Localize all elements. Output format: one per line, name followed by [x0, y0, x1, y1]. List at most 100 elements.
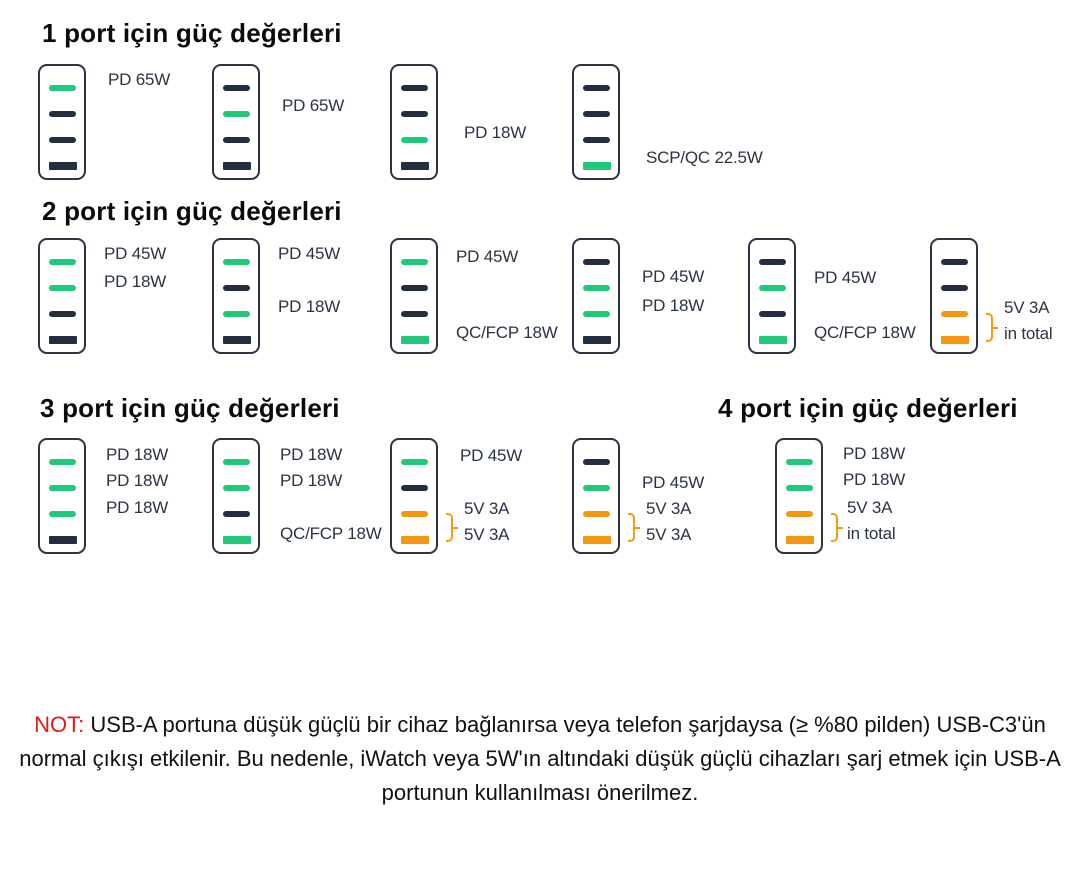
power-label: 5V 3A: [464, 499, 510, 518]
usb-c-port: [401, 258, 428, 265]
charger-diagram: [572, 438, 620, 554]
usb-a-port: [401, 335, 429, 344]
usb-c-port: [583, 258, 610, 265]
power-label: 5V 3A: [646, 499, 692, 518]
usb-a-port: [401, 535, 429, 544]
charger-diagram: [775, 438, 823, 554]
usb-c-port: [583, 136, 610, 143]
usb-a-port: [401, 161, 429, 170]
usb-c-port: [49, 310, 76, 317]
power-label: PD 18W: [843, 470, 906, 489]
power-label: 5V 3A: [1004, 298, 1050, 317]
usb-c-port: [786, 510, 813, 517]
power-label: QC/FCP 18W: [456, 323, 558, 342]
usb-c-port: [223, 84, 250, 91]
usb-c-port: [49, 458, 76, 465]
usb-c-port: [401, 484, 428, 491]
note-paragraph: NOT: USB-A portuna düşük güçlü bir cihaz…: [0, 708, 1080, 810]
usb-c-port: [759, 284, 786, 291]
power-label: PD 45W: [642, 267, 705, 286]
usb-c-port: [941, 284, 968, 291]
power-label: PD 18W: [104, 272, 167, 291]
usb-c-port: [49, 484, 76, 491]
usb-c-port: [223, 284, 250, 291]
usb-a-port: [223, 161, 251, 170]
power-label: PD 45W: [814, 268, 877, 287]
charger-diagram: [390, 438, 438, 554]
power-label: PD 18W: [280, 471, 343, 490]
power-label: in total: [847, 524, 896, 543]
note-label: NOT:: [34, 712, 85, 737]
combined-ports-brace: [986, 313, 998, 342]
charger-diagram: [390, 238, 438, 354]
charger-diagram: [748, 238, 796, 354]
power-label: QC/FCP 18W: [814, 323, 916, 342]
power-label: PD 45W: [104, 244, 167, 263]
power-label: PD 18W: [280, 445, 343, 464]
usb-c-port: [401, 510, 428, 517]
usb-a-port: [583, 535, 611, 544]
power-label: PD 18W: [642, 296, 705, 315]
charger-diagram: [38, 438, 86, 554]
usb-c-port: [786, 458, 813, 465]
usb-a-port: [759, 335, 787, 344]
usb-a-port: [941, 335, 969, 344]
charger-diagram: [390, 64, 438, 180]
usb-c-port: [49, 510, 76, 517]
usb-c-port: [759, 310, 786, 317]
power-label: PD 18W: [278, 297, 341, 316]
power-label: PD 65W: [108, 70, 171, 89]
usb-c-port: [941, 258, 968, 265]
section-title-1-port: 1 port için güç değerleri: [42, 18, 342, 48]
note-text: USB-A portuna düşük güçlü bir cihaz bağl…: [19, 712, 1061, 805]
section-title-4-port: 4 port için güç değerleri: [718, 393, 1018, 423]
charger-diagram: [572, 238, 620, 354]
usb-c-port: [583, 84, 610, 91]
combined-ports-brace: [831, 513, 843, 542]
charger-diagram: [212, 438, 260, 554]
usb-c-port: [941, 310, 968, 317]
usb-c-port: [401, 84, 428, 91]
usb-c-port: [223, 484, 250, 491]
usb-c-port: [401, 110, 428, 117]
charger-diagram: [212, 64, 260, 180]
usb-a-port: [49, 535, 77, 544]
power-label: in total: [1004, 324, 1053, 343]
usb-c-port: [223, 310, 250, 317]
usb-a-port: [583, 335, 611, 344]
power-label: PD 18W: [464, 123, 527, 142]
section-title-3-port: 3 port için güç değerleri: [40, 393, 340, 423]
usb-c-port: [223, 510, 250, 517]
usb-c-port: [49, 110, 76, 117]
power-label: PD 45W: [278, 244, 341, 263]
power-label: PD 18W: [106, 498, 169, 517]
usb-c-port: [223, 258, 250, 265]
usb-a-port: [223, 335, 251, 344]
usb-c-port: [223, 110, 250, 117]
power-label: 5V 3A: [646, 525, 692, 544]
charger-diagram: [572, 64, 620, 180]
usb-c-port: [223, 458, 250, 465]
charger-diagram: [930, 238, 978, 354]
usb-c-port: [401, 284, 428, 291]
usb-c-port: [583, 110, 610, 117]
combined-ports-brace: [628, 513, 640, 542]
usb-c-port: [583, 284, 610, 291]
power-label: QC/FCP 18W: [280, 524, 382, 543]
usb-c-port: [49, 136, 76, 143]
power-label: SCP/QC 22.5W: [646, 148, 763, 167]
usb-a-port: [49, 335, 77, 344]
usb-a-port: [223, 535, 251, 544]
power-label: PD 18W: [843, 444, 906, 463]
charger-diagram: [38, 64, 86, 180]
usb-c-port: [49, 284, 76, 291]
usb-c-port: [401, 136, 428, 143]
power-label: PD 45W: [456, 247, 519, 266]
power-label: PD 18W: [106, 445, 169, 464]
power-label: PD 45W: [642, 473, 705, 492]
usb-c-port: [583, 484, 610, 491]
usb-c-port: [786, 484, 813, 491]
usb-a-port: [786, 535, 814, 544]
usb-c-port: [583, 510, 610, 517]
power-label: PD 65W: [282, 96, 345, 115]
